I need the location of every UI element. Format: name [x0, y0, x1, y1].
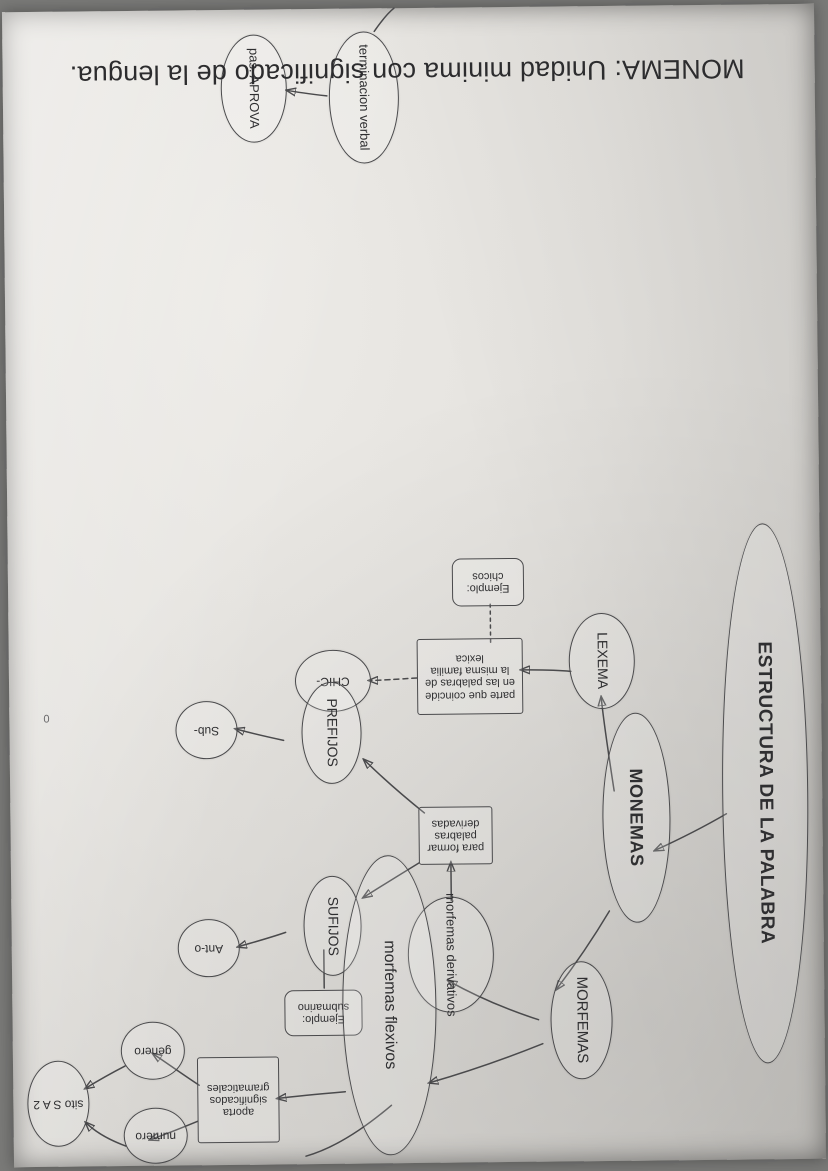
- connector-layer: [2, 603, 728, 1157]
- margin-mark: 0: [43, 711, 50, 724]
- concept-map: ESTRUCTURA DE LA PALABRA MONEMAS MORFEMA…: [2, 4, 826, 1167]
- paper-sheet: ESTRUCTURA DE LA PALABRA MONEMAS MORFEMA…: [1, 3, 827, 1168]
- rotated-diagram-wrapper: ESTRUCTURA DE LA PALABRA MONEMAS MORFEMA…: [2, 4, 826, 1167]
- connector-layer-secondary: [2, 7, 395, 97]
